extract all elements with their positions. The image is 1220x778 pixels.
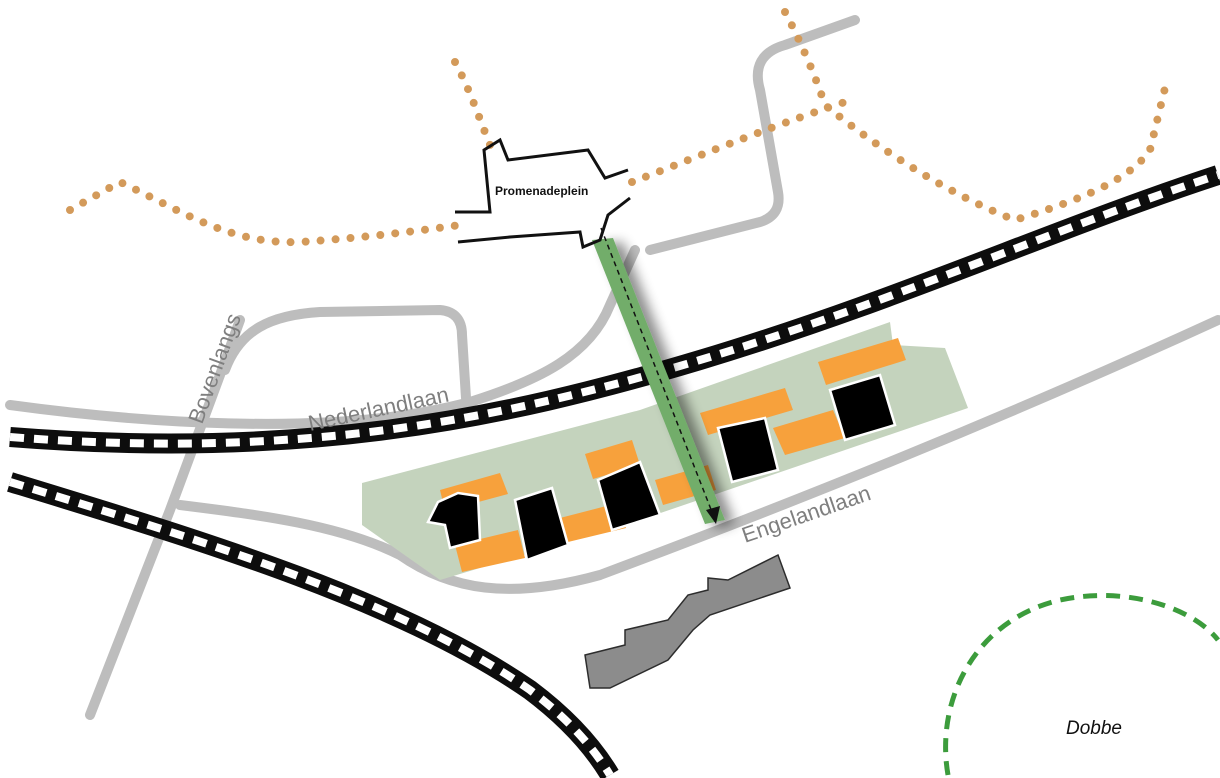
label-promenadeplein: Promenadeplein xyxy=(495,184,588,198)
orange-block xyxy=(585,440,640,479)
road-north-connector xyxy=(645,15,860,255)
development-site xyxy=(362,322,968,580)
road-nederlandlaan xyxy=(5,245,640,429)
buildings xyxy=(426,373,897,562)
building-5 xyxy=(828,373,897,442)
green-link xyxy=(592,238,725,524)
railway-north-ties xyxy=(9,171,1220,448)
road-loop xyxy=(220,305,471,403)
orange-block xyxy=(700,388,793,435)
path-far-east xyxy=(781,8,1169,225)
orange-block xyxy=(773,410,845,455)
roads xyxy=(5,15,1220,720)
orange-block xyxy=(455,530,525,572)
railway-south-ties xyxy=(8,478,614,778)
park-dobbe-outline xyxy=(943,593,1220,776)
road-engelandlaan xyxy=(175,315,1220,594)
building-3 xyxy=(596,460,662,532)
building-2 xyxy=(513,486,570,562)
label-dobbe: Dobbe xyxy=(1066,718,1122,739)
existing-building xyxy=(584,553,791,689)
square-outline-bottom xyxy=(457,196,631,250)
building-4 xyxy=(716,416,780,484)
orange-block xyxy=(818,338,906,385)
promenadeplein-outline xyxy=(455,137,631,250)
path-east xyxy=(628,98,849,186)
walking-paths xyxy=(66,8,1169,247)
link-arrow-line xyxy=(600,227,713,513)
arrow-head-icon xyxy=(706,506,720,524)
label-bovenlangs: Bovenlangs xyxy=(183,310,246,427)
path-north-loop xyxy=(451,58,494,149)
square-outline-top xyxy=(455,137,629,214)
path-west xyxy=(66,177,464,247)
railways xyxy=(7,165,1220,778)
building-1 xyxy=(426,491,482,550)
